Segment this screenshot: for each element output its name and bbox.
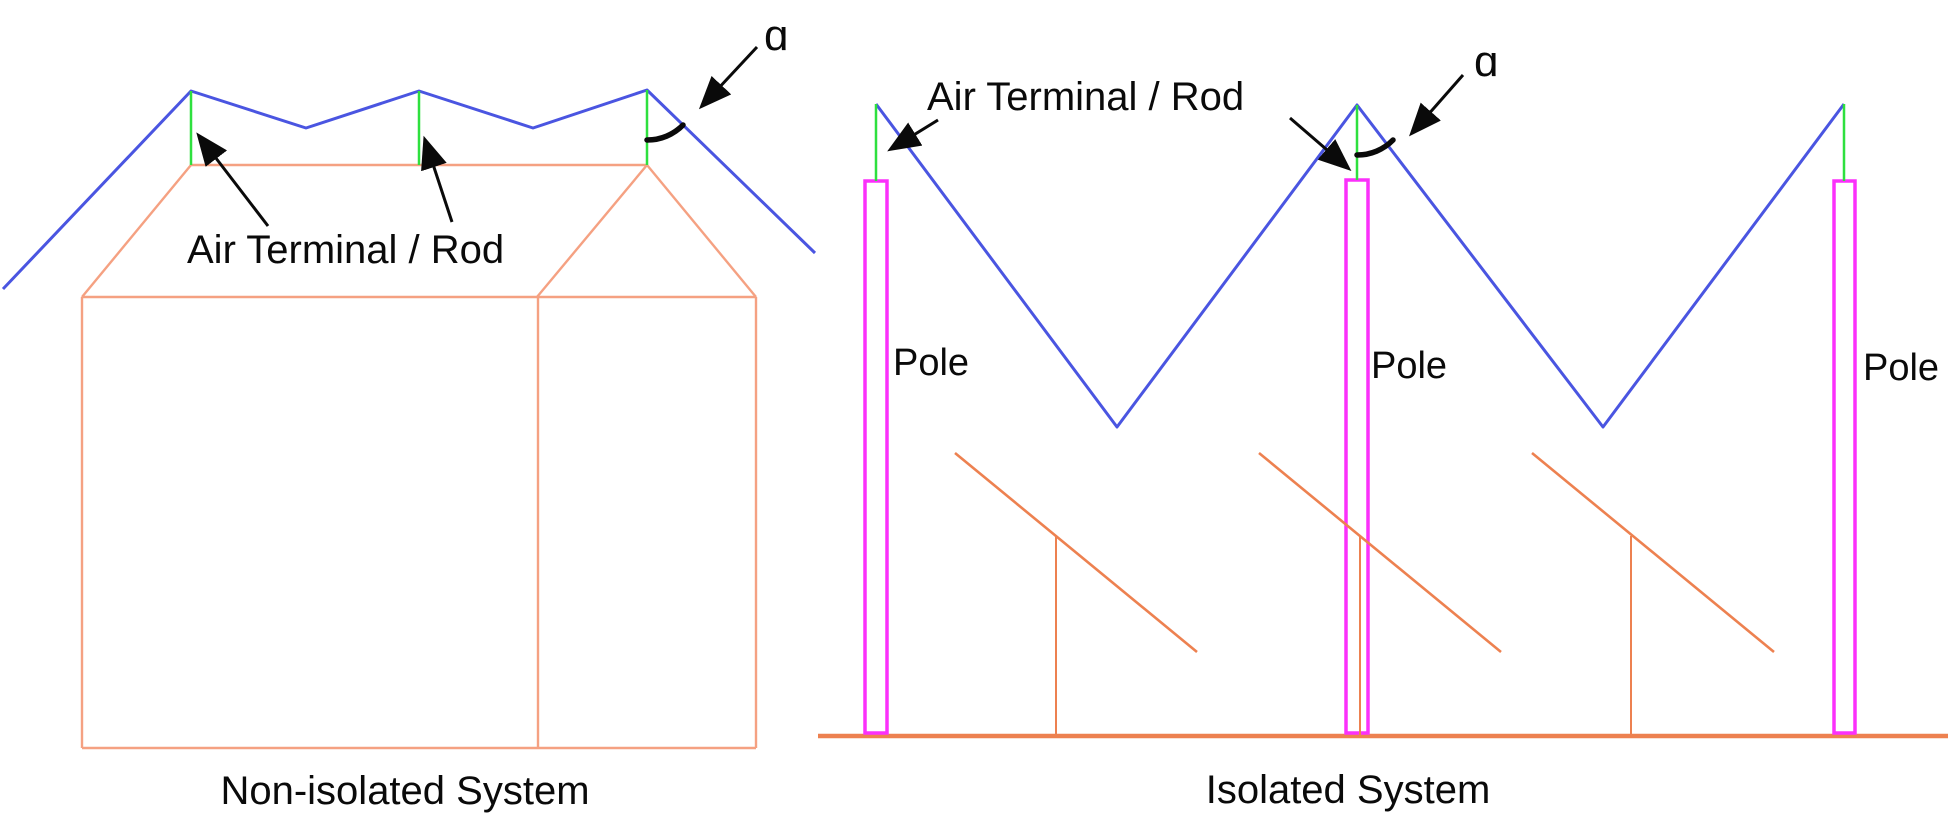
building-outline [80,163,758,750]
roof-left-slope [81,164,192,298]
angle-arc-left [644,122,686,143]
caption-isolated: Isolated System [1206,768,1491,812]
gable-right-slope [646,164,757,298]
rod-arrow-left-1 [196,132,270,227]
non-isolated-system: Air Terminal / Rod ɑ Non-isolated System [1,11,817,813]
pole-label-2: Pole [1371,345,1447,387]
rod-arrow-right-1 [887,118,939,152]
panel-surface-3 [1531,451,1775,654]
alpha-arrow-left [698,45,759,110]
air-terminal-label-right: Air Terminal / Rod [927,75,1244,119]
pole-2 [1344,178,1370,735]
alpha-label-left: ɑ [764,11,788,60]
solar-panel-1 [954,451,1198,736]
alpha-arrow-right [1409,74,1465,137]
pole-label-1: Pole [893,342,969,384]
pole-1 [863,179,889,735]
isolated-system: Air Terminal / Rod ɑ Pole Pole Pole Isol… [818,37,1948,812]
caption-non-isolated: Non-isolated System [220,769,589,813]
alpha-label-right: ɑ [1474,37,1498,86]
pole-3 [1832,179,1857,735]
solar-panel-3 [1531,451,1775,736]
panel-surface-1 [954,451,1198,654]
gable-left-slope [536,164,648,298]
rod-arrow-right-2 [1289,116,1352,171]
pole-label-3: Pole [1863,347,1939,389]
rod-arrow-left-2 [421,135,454,223]
panel-surface-2 [1258,451,1502,654]
solar-panel-2 [1258,451,1502,736]
air-terminal-label-left: Air Terminal / Rod [187,228,504,272]
angle-arc-right [1354,137,1396,158]
